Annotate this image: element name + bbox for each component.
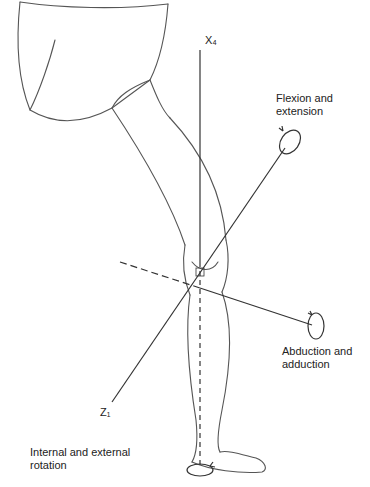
axis-label: Z₁ — [100, 406, 130, 419]
axis-label: X₄ — [205, 34, 235, 47]
motion-label: Internal and external rotation — [30, 446, 150, 472]
motion-label: Abduction and adduction — [282, 345, 366, 371]
motion-label: Flexion and extension — [276, 92, 356, 118]
